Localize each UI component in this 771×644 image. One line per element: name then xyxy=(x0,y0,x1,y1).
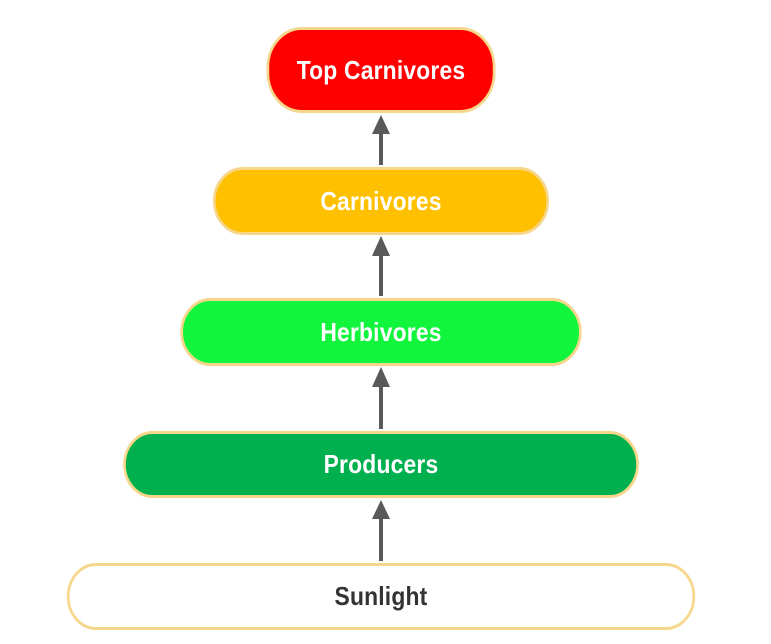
producers-label: Producers xyxy=(323,449,439,479)
carnivores-node: Carnivores xyxy=(212,167,550,235)
sunlight-node: Sunlight xyxy=(66,563,696,630)
sunlight-label: Sunlight xyxy=(334,581,428,611)
herbivores-label: Herbivores xyxy=(320,316,442,347)
arrow-sunlight-to-producers xyxy=(372,500,390,561)
top-carnivores-label: Top Carnivores xyxy=(296,54,466,85)
top-carnivores-node: Top Carnivores xyxy=(266,27,496,113)
arrow-producers-to-herbivores xyxy=(372,367,390,429)
producers-node: Producers xyxy=(123,431,639,498)
arrow-herbivores-to-carnivores xyxy=(372,236,390,296)
carnivores-label: Carnivores xyxy=(320,185,442,216)
herbivores-node: Herbivores xyxy=(180,298,582,366)
arrow-carnivores-to-top-carnivores xyxy=(372,115,390,165)
